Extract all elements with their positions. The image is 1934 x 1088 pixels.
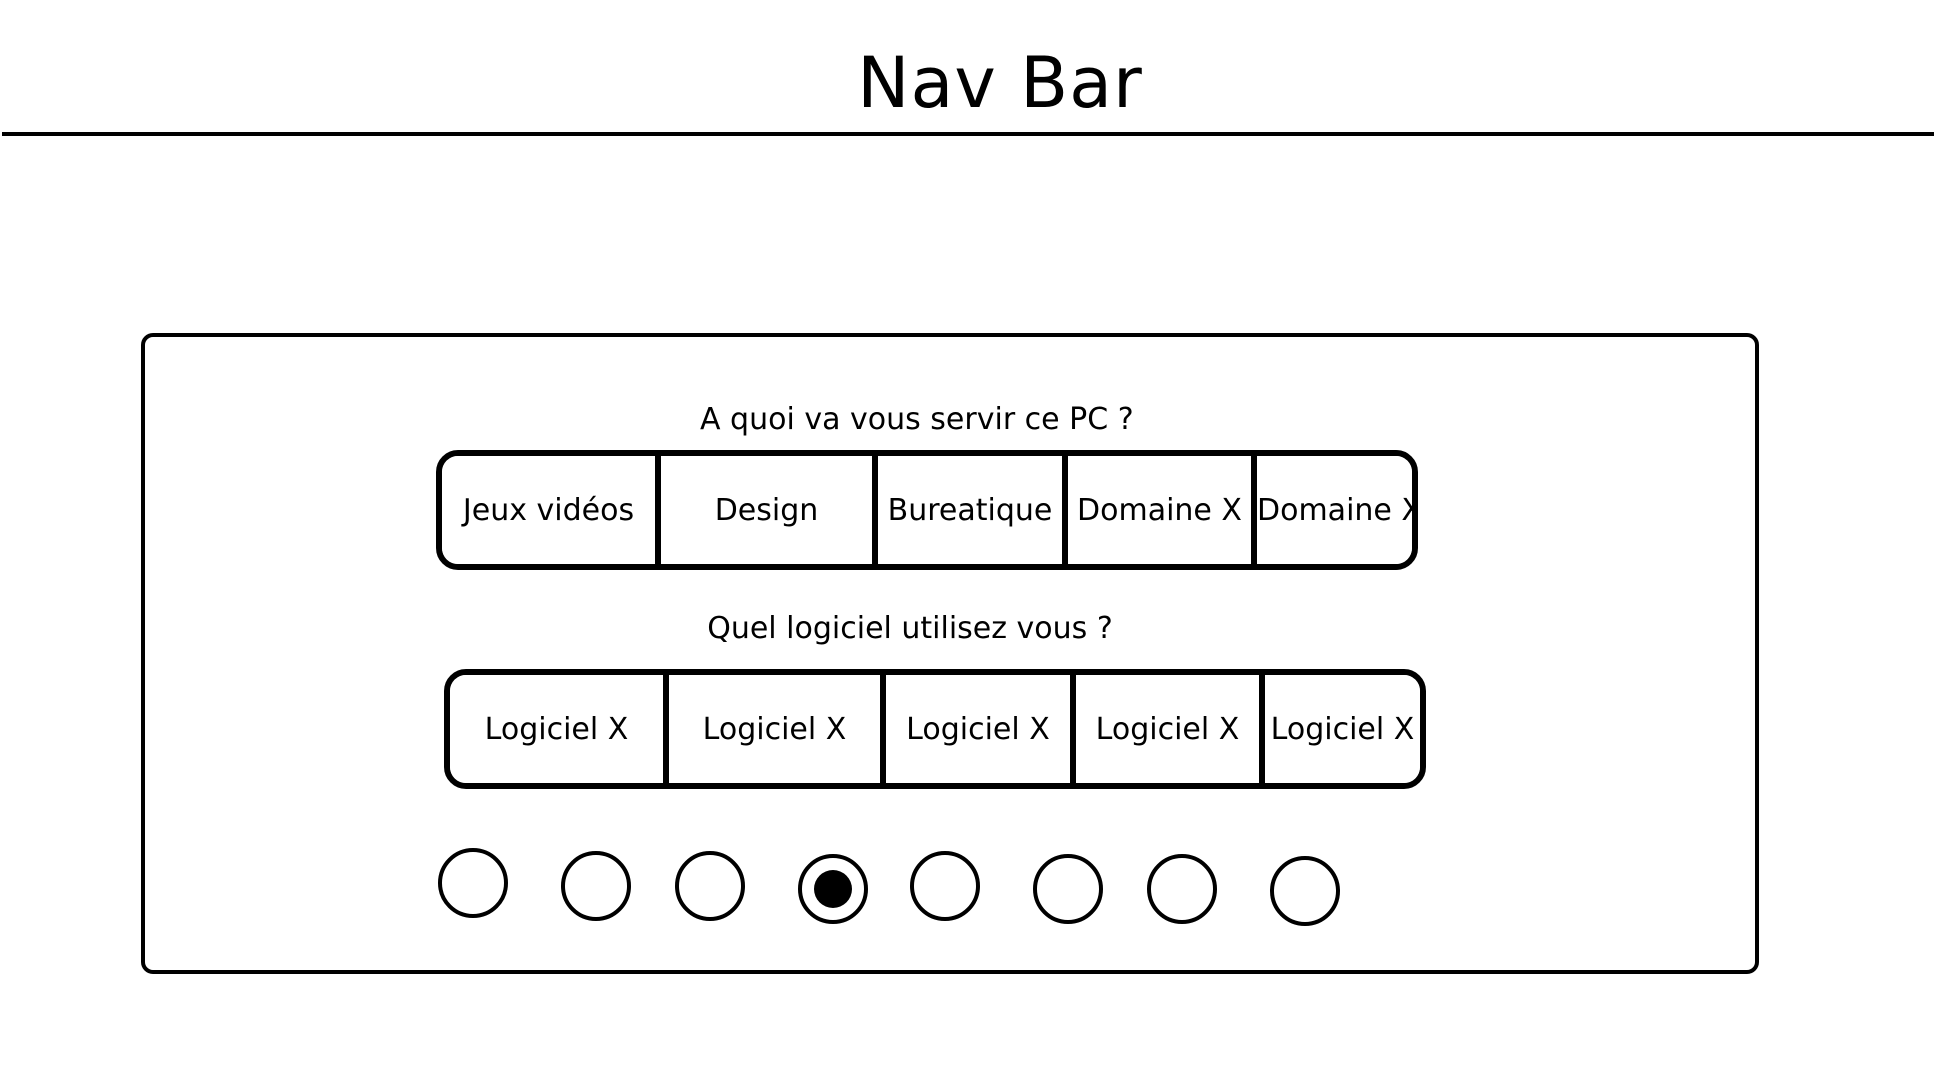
pagination-dot-8[interactable] [1270,856,1340,926]
wizard-card [141,333,1759,974]
pagination-dot-5[interactable] [910,851,980,921]
software-options-group: Logiciel X Logiciel X Logiciel X Logicie… [444,669,1426,789]
usage-option-jeux-videos[interactable]: Jeux vidéos [442,456,655,564]
question-usage: A quoi va vous servir ce PC ? [700,402,1134,437]
nav-divider [2,132,1934,136]
usage-option-domaine-x-2[interactable]: Domaine X [1251,456,1412,564]
usage-option-bureatique[interactable]: Bureatique [872,456,1062,564]
software-option-4[interactable]: Logiciel X [1070,675,1259,783]
software-option-3[interactable]: Logiciel X [880,675,1070,783]
software-option-5[interactable]: Logiciel X [1259,675,1420,783]
pagination-dot-7[interactable] [1147,854,1217,924]
pagination-dot-1[interactable] [438,848,508,918]
question-software: Quel logiciel utilisez vous ? [707,611,1113,646]
pagination-dot-6[interactable] [1033,854,1103,924]
usage-options-group: Jeux vidéos Design Bureatique Domaine X … [436,450,1418,570]
nav-title: Nav Bar [857,42,1143,124]
pagination-dot-3[interactable] [675,851,745,921]
usage-option-domaine-x-1[interactable]: Domaine X [1062,456,1251,564]
software-option-2[interactable]: Logiciel X [663,675,880,783]
pagination-dot-2[interactable] [561,851,631,921]
usage-option-design[interactable]: Design [655,456,872,564]
software-option-1[interactable]: Logiciel X [450,675,663,783]
pagination-dot-4[interactable] [798,854,868,924]
